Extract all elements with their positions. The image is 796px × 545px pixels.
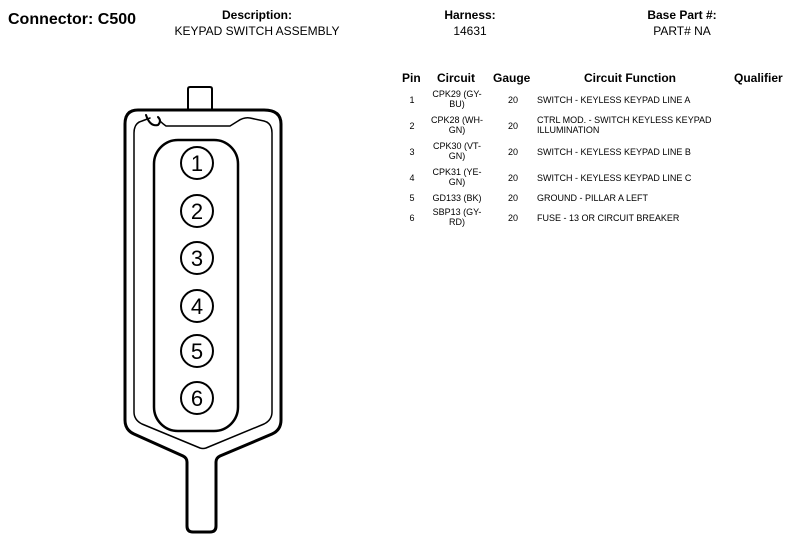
pin-4-marker: 4 — [180, 289, 214, 323]
col-header-circuit: Circuit — [437, 71, 476, 85]
base-part-block: Base Part #: PART# NA — [612, 8, 752, 39]
description-block: Description: KEYPAD SWITCH ASSEMBLY — [157, 8, 357, 39]
row-circuit: SBP13 (GY-RD) — [432, 207, 482, 227]
pin-6-marker: 6 — [180, 381, 214, 415]
row-function: SWITCH - KEYLESS KEYPAD LINE C — [537, 173, 692, 183]
pin-4-label: 4 — [191, 294, 203, 319]
description-value: KEYPAD SWITCH ASSEMBLY — [174, 24, 340, 38]
pin-6-circle — [180, 381, 214, 415]
pin-5-marker: 5 — [180, 334, 214, 368]
row-pin: 1 — [409, 95, 415, 105]
col-header-qualifier: Qualifier — [734, 71, 783, 85]
harness-label: Harness: — [444, 8, 496, 22]
col-header-function: Circuit Function — [584, 71, 676, 85]
pin-2-circle — [180, 194, 214, 228]
description-label: Description: — [221, 8, 292, 22]
base-part-value: PART# NA — [653, 24, 711, 38]
row-pin: 4 — [409, 173, 415, 183]
pin-1-circle — [180, 146, 214, 180]
pin-5-circle — [180, 334, 214, 368]
row-function: CTRL MOD. - SWITCH KEYLESS KEYPAD ILLUMI… — [537, 115, 712, 135]
pin-5-label: 5 — [191, 339, 203, 364]
pin-3-marker: 3 — [180, 241, 214, 275]
pin-1-label: 1 — [191, 151, 203, 176]
latch-notch — [145, 114, 161, 127]
harness-value: 14631 — [453, 24, 487, 38]
pin-2-label: 2 — [191, 199, 203, 224]
connector-title: Connector: C500 — [8, 11, 137, 28]
row-pin: 5 — [409, 193, 415, 203]
pin-3-circle — [180, 241, 214, 275]
col-header-gauge: Gauge — [493, 71, 531, 85]
pin-6-label: 6 — [191, 386, 203, 411]
connector-inner-outline — [133, 117, 273, 450]
row-gauge: 20 — [507, 193, 518, 203]
row-circuit: CPK28 (WH-GN) — [430, 115, 483, 135]
col-header-pin: Pin — [402, 71, 421, 85]
harness-block: Harness: 14631 — [420, 8, 520, 39]
row-gauge: 20 — [507, 147, 518, 157]
row-circuit: CPK30 (VT-GN) — [432, 141, 481, 161]
connector-housing-outline — [123, 108, 283, 534]
row-pin: 3 — [409, 147, 415, 157]
pin-cavity-area — [152, 138, 240, 433]
row-circuit: CPK31 (YE-GN) — [432, 167, 482, 187]
row-circuit: CPK29 (GY-BU) — [432, 89, 482, 109]
row-function: FUSE - 13 OR CIRCUIT BREAKER — [537, 213, 680, 223]
row-function: SWITCH - KEYLESS KEYPAD LINE A — [537, 95, 691, 105]
row-function: SWITCH - KEYLESS KEYPAD LINE B — [537, 147, 691, 157]
row-pin: 2 — [409, 121, 415, 131]
pin-4-circle — [180, 289, 214, 323]
row-function: GROUND - PILLAR A LEFT — [537, 193, 649, 203]
row-gauge: 20 — [507, 213, 518, 223]
row-gauge: 20 — [507, 121, 518, 131]
row-circuit: GD133 (BK) — [432, 193, 482, 203]
pin-1-marker: 1 — [180, 146, 214, 180]
row-gauge: 20 — [507, 95, 518, 105]
row-pin: 6 — [409, 213, 415, 223]
top-tab — [187, 86, 213, 111]
row-gauge: 20 — [507, 173, 518, 183]
pin-labels-group: 1 2 3 4 5 6 — [180, 146, 214, 415]
pin-2-marker: 2 — [180, 194, 214, 228]
base-part-label: Base Part #: — [647, 8, 717, 22]
pin-3-label: 3 — [191, 246, 203, 271]
